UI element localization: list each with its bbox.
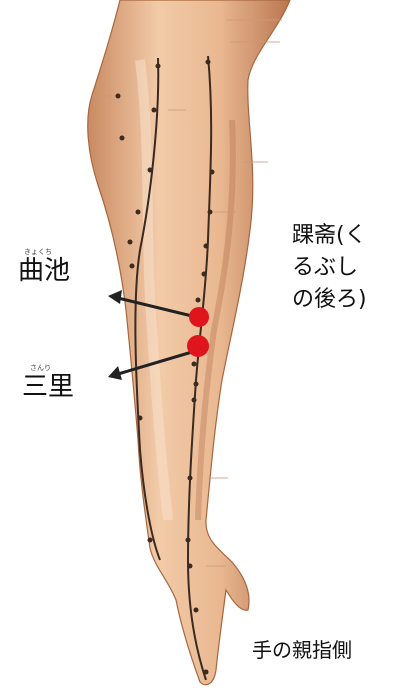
sanri-label: さんり 三里: [22, 374, 74, 400]
sanri-acupoint-marker: [187, 335, 209, 357]
sanri-text: 三里: [22, 372, 74, 402]
sanri-ruby: さんり: [30, 365, 51, 372]
thumb-side-label: 手の親指側: [252, 640, 352, 660]
kyokuchi-ruby: きょくち: [24, 249, 52, 256]
kurubushi-line-2: るぶし: [292, 252, 367, 284]
kurubushi-description: 踝斋(く るぶし の後ろ): [292, 220, 367, 316]
kyokuchi-text: 曲池: [18, 256, 70, 286]
kyokuchi-label: きょくち 曲池: [18, 258, 70, 284]
kyokuchi-acupoint-marker: [189, 307, 209, 327]
kurubushi-line-3: の後ろ): [292, 284, 367, 316]
kurubushi-line-1: 踝斋(く: [292, 220, 367, 252]
